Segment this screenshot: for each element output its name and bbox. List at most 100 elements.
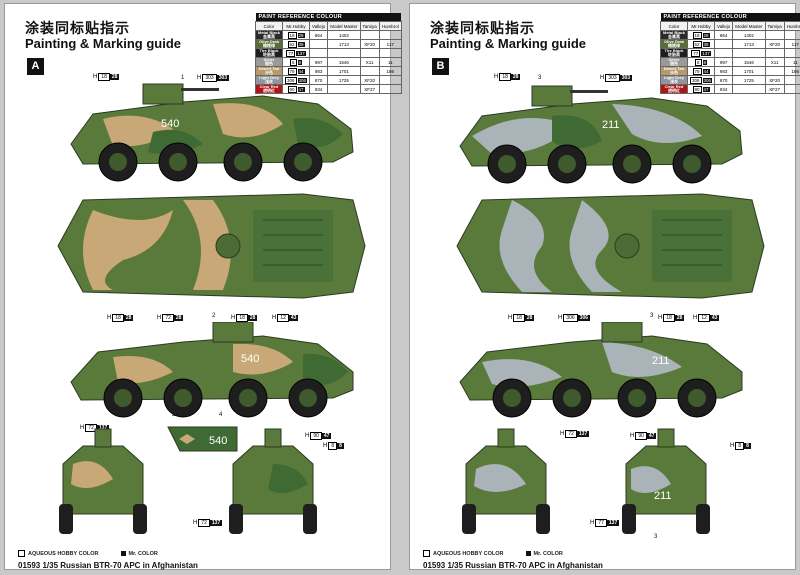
humbrol-code: 117 [783, 39, 800, 49]
title-chinese: 涂装同标贴指示 [25, 20, 130, 36]
paint-table-header: Humbrol [783, 21, 800, 31]
paint-table-caption: PAINT REFERENCE COLOUR [255, 13, 402, 22]
side-view-right: 540 [70, 322, 354, 418]
vallejo-code: 997 [714, 57, 734, 67]
tamiya-code: XF27 [764, 84, 785, 94]
ref-number: 4 [219, 412, 223, 418]
tamiya-code: XF27 [359, 84, 380, 94]
top-view [456, 193, 765, 299]
vallejo-code: 864 [714, 30, 734, 40]
humbrol-code: 186 [378, 66, 402, 76]
humbrol-code [783, 75, 800, 85]
hull-number: 540 [209, 435, 227, 447]
model-master-code [732, 48, 766, 58]
hull-number: 540 [241, 353, 259, 365]
humbrol-code [783, 48, 800, 58]
paint-table-header: Model Master [732, 21, 766, 31]
hull-number: 211 [602, 119, 620, 131]
humbrol-code [378, 75, 402, 85]
legend-hobby: AQUEOUS HOBBY COLOR [423, 550, 504, 557]
title-chinese: 涂装同标贴指示 [430, 20, 535, 36]
vallejo-code: 997 [309, 57, 329, 67]
paint-table-header: Vallejo [309, 21, 329, 31]
front-view [59, 428, 147, 534]
hull-number: 540 [161, 118, 179, 130]
model-master-code: 1546 [732, 57, 766, 67]
tamiya-code: XF20 [359, 39, 380, 49]
model-master-code: 1701 [732, 66, 766, 76]
tamiya-code: X11 [764, 57, 785, 67]
humbrol-code [378, 48, 402, 58]
model-master-code: 1713 [732, 39, 766, 49]
footer-title: 01593 1/35 Russian BTR-70 APC in Afghani… [423, 561, 603, 570]
humbrol-code: 11 [783, 57, 800, 67]
legend-hobby: AQUEOUS HOBBY COLOR [18, 550, 99, 557]
humbrol-code [378, 30, 402, 40]
paint-table-header: Humbrol [378, 21, 402, 31]
vallejo-code [714, 48, 734, 58]
tamiya-code [359, 48, 380, 58]
legend-mr-color: Mr. COLOR [120, 551, 158, 557]
paint-table-caption: PAINT REFERENCE COLOUR [660, 13, 800, 22]
decal-detail: 540 [167, 426, 238, 452]
tamiya-code: XF20 [764, 39, 785, 49]
ref-number: 3 [654, 534, 658, 540]
ref-number: 3 [538, 75, 542, 81]
model-master-code: 1713 [327, 39, 361, 49]
vallejo-code: 934 [714, 84, 734, 94]
vallejo-code: 864 [309, 30, 329, 40]
vallejo-code [309, 39, 329, 49]
rear-view: 211 [622, 428, 710, 534]
title-english: Painting & Marking guide [25, 36, 182, 51]
tamiya-code: XF20 [764, 75, 785, 85]
vallejo-code [309, 48, 329, 58]
hull-number: 211 [654, 490, 672, 502]
paint-table-header: Model Master [327, 21, 361, 31]
tamiya-code [764, 48, 785, 58]
paint-table-header: Tamiya [764, 21, 785, 31]
humbrol-code: 186 [783, 66, 800, 76]
tamiya-code [764, 66, 785, 76]
footer-legend: AQUEOUS HOBBY COLOR Mr. COLOR [423, 550, 563, 557]
vallejo-code [714, 39, 734, 49]
tamiya-code [764, 30, 785, 40]
title-english: Painting & Marking guide [430, 36, 587, 51]
footer-legend: AQUEOUS HOBBY COLOR Mr. COLOR [18, 550, 158, 557]
ref-number: 3 [650, 313, 654, 319]
vallejo-code: 934 [309, 84, 329, 94]
vallejo-code: 983 [714, 66, 734, 76]
model-master-code: 1402 [732, 30, 766, 40]
legend-mr-color: Mr. COLOR [525, 551, 563, 557]
